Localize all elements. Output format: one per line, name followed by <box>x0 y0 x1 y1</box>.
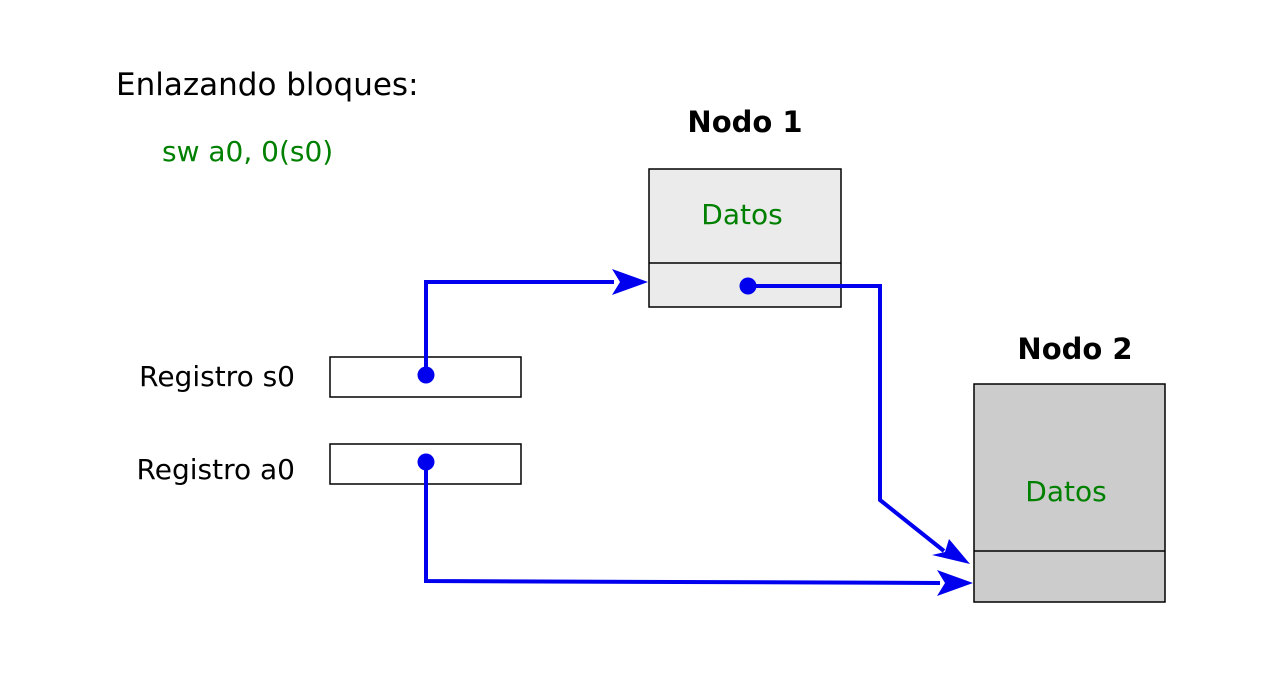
pointer-a0-to-node-2 <box>417 453 973 596</box>
pointer-line <box>424 280 614 375</box>
pointer-node-1-to-node-2 <box>739 277 970 564</box>
pointer-origin-dot <box>417 453 435 471</box>
pointer-line <box>424 462 941 585</box>
pointer-origin-dot <box>739 277 757 295</box>
pointer-origin-dot <box>417 366 435 384</box>
arrowhead-icon <box>612 269 648 295</box>
register-a0-label: Registro a0 <box>137 453 295 486</box>
register-s0: Registro s0 <box>139 356 522 398</box>
node-2-label: Nodo 2 <box>1017 332 1132 366</box>
node-2: Nodo 2 Datos <box>973 332 1166 603</box>
pointer-line <box>748 284 946 553</box>
pointer-s0-to-node-1 <box>417 269 648 384</box>
node-1-data-label: Datos <box>701 198 782 231</box>
register-s0-label: Registro s0 <box>139 360 295 393</box>
arrowhead-icon <box>932 539 970 564</box>
node-1: Nodo 1 Datos <box>648 105 842 308</box>
diagram-title: Enlazando bloques: <box>116 67 419 103</box>
register-a0: Registro a0 <box>137 443 522 486</box>
arrowhead-icon <box>937 570 973 596</box>
node-2-data-label: Datos <box>1025 475 1106 508</box>
node-2-box <box>973 383 1166 603</box>
instruction-code: sw a0, 0(s0) <box>162 135 333 168</box>
node-1-label: Nodo 1 <box>687 105 802 139</box>
